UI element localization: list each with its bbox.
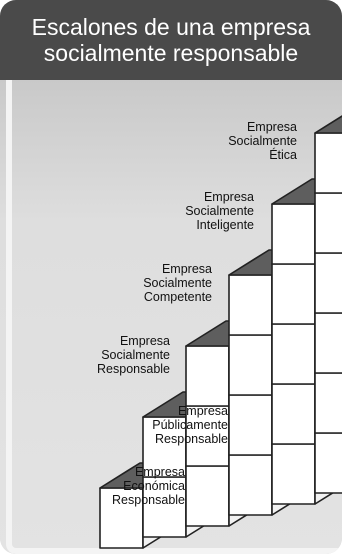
cube-front-face-6 xyxy=(228,454,273,516)
cube-front-face-11 xyxy=(271,383,316,445)
cube-front-face-15 xyxy=(314,432,342,494)
cube-front-face-9 xyxy=(228,274,273,336)
step-label-responsable: Empresa Socialmente Responsable xyxy=(97,334,170,376)
cube-front-face-3 xyxy=(185,465,230,527)
step-label-economica: Empresa Económica Responsable xyxy=(112,465,185,507)
cube-front-face-17 xyxy=(314,312,342,374)
step-label-competente: Empresa Socialmente Competente xyxy=(143,262,212,304)
step-label-publicamente: Empresa Públicamente Responsable xyxy=(152,404,228,446)
title-line-1: Escalones de una empresa xyxy=(31,14,311,40)
cube-front-face-5 xyxy=(185,345,230,407)
cube-front-face-8 xyxy=(228,334,273,396)
cube-front-face-10 xyxy=(271,443,316,505)
cube-front-face-18 xyxy=(314,252,342,314)
cube-front-face-20 xyxy=(314,132,342,194)
cube-front-face-12 xyxy=(271,323,316,385)
cube-top-face-20 xyxy=(314,115,342,134)
cube-front-face-19 xyxy=(314,192,342,254)
cube-front-face-14 xyxy=(271,203,316,265)
cube-front-face-16 xyxy=(314,372,342,434)
title-line-2: socialmente responsable xyxy=(43,40,299,66)
step-label-inteligente: Empresa Socialmente Inteligente xyxy=(185,190,254,232)
diagram-title: Escalones de una empresa socialmente res… xyxy=(0,0,342,80)
step-label-etica: Empresa Socialmente Ética xyxy=(228,120,297,162)
cube-front-face-7 xyxy=(228,394,273,456)
cube-front-face-13 xyxy=(271,263,316,325)
